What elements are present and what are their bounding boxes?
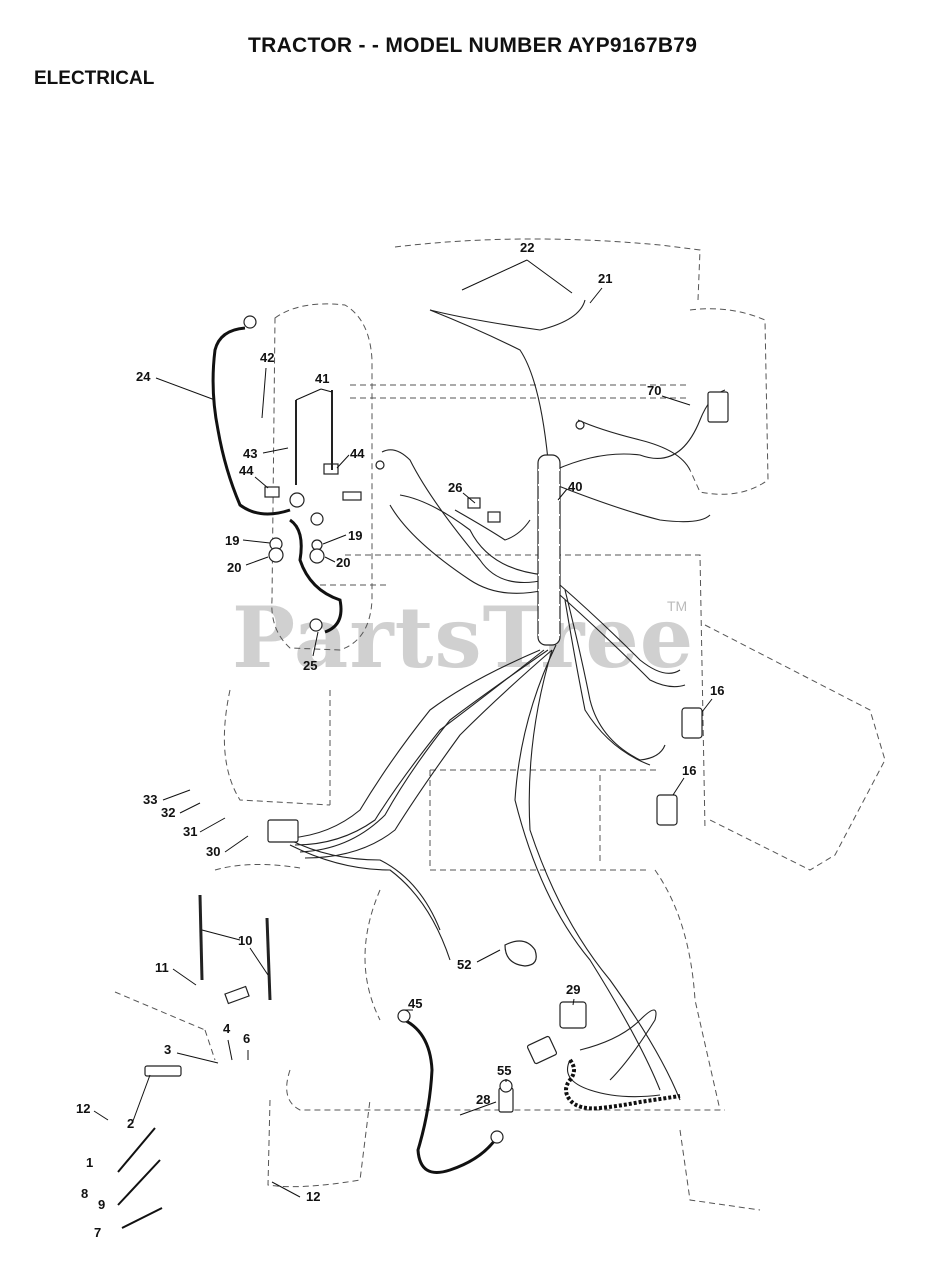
callout-10: 10 [238,933,252,948]
callout-26: 26 [448,480,462,495]
callout-8: 8 [81,1186,88,1201]
leader-lines [93,259,713,1198]
callout-52: 52 [457,957,471,972]
section-title: ELECTRICAL [34,68,155,89]
callout-31: 31 [183,824,197,839]
callout-40: 40 [568,479,582,494]
callout-3: 3 [164,1042,171,1057]
main-harness [289,299,726,1101]
callout-4: 4 [223,1021,231,1036]
callout-19: 19 [348,528,362,543]
callout-1: 1 [86,1155,93,1170]
callout-22: 22 [520,240,534,255]
callout-55: 55 [497,1063,511,1078]
callout-2: 2 [127,1116,134,1131]
callout-42: 42 [260,350,274,365]
callout-44: 44 [239,463,254,478]
callout-19: 19 [225,533,239,548]
callout-12: 12 [306,1189,320,1204]
callout-24: 24 [136,369,151,384]
components [117,315,729,1229]
callout-30: 30 [206,844,220,859]
callout-20: 20 [336,555,350,570]
callout-21: 21 [598,271,612,286]
callout-20: 20 [227,560,241,575]
callout-32: 32 [161,805,175,820]
callout-28: 28 [476,1092,490,1107]
tractor-outline [114,238,886,1211]
callout-16: 16 [710,683,724,698]
page-title: TRACTOR - - MODEL NUMBER AYP9167B79 [248,34,698,57]
coiled-lead [564,1058,681,1111]
callout-9: 9 [98,1197,105,1212]
callout-12: 12 [76,1101,90,1116]
callout-45: 45 [408,996,422,1011]
callout-11: 11 [155,960,169,975]
callout-25: 25 [303,658,317,673]
harness-conduit [537,454,561,646]
callout-70: 70 [647,383,661,398]
callout-16: 16 [682,763,696,778]
callout-7: 7 [94,1225,101,1240]
callout-33: 33 [143,792,157,807]
watermark-trademark: TM [667,598,688,614]
callout-41: 41 [315,371,329,386]
callout-44: 44 [350,446,365,461]
callout-29: 29 [566,982,580,997]
callout-6: 6 [243,1031,250,1046]
callout-43: 43 [243,446,257,461]
battery-cables [211,326,497,1174]
